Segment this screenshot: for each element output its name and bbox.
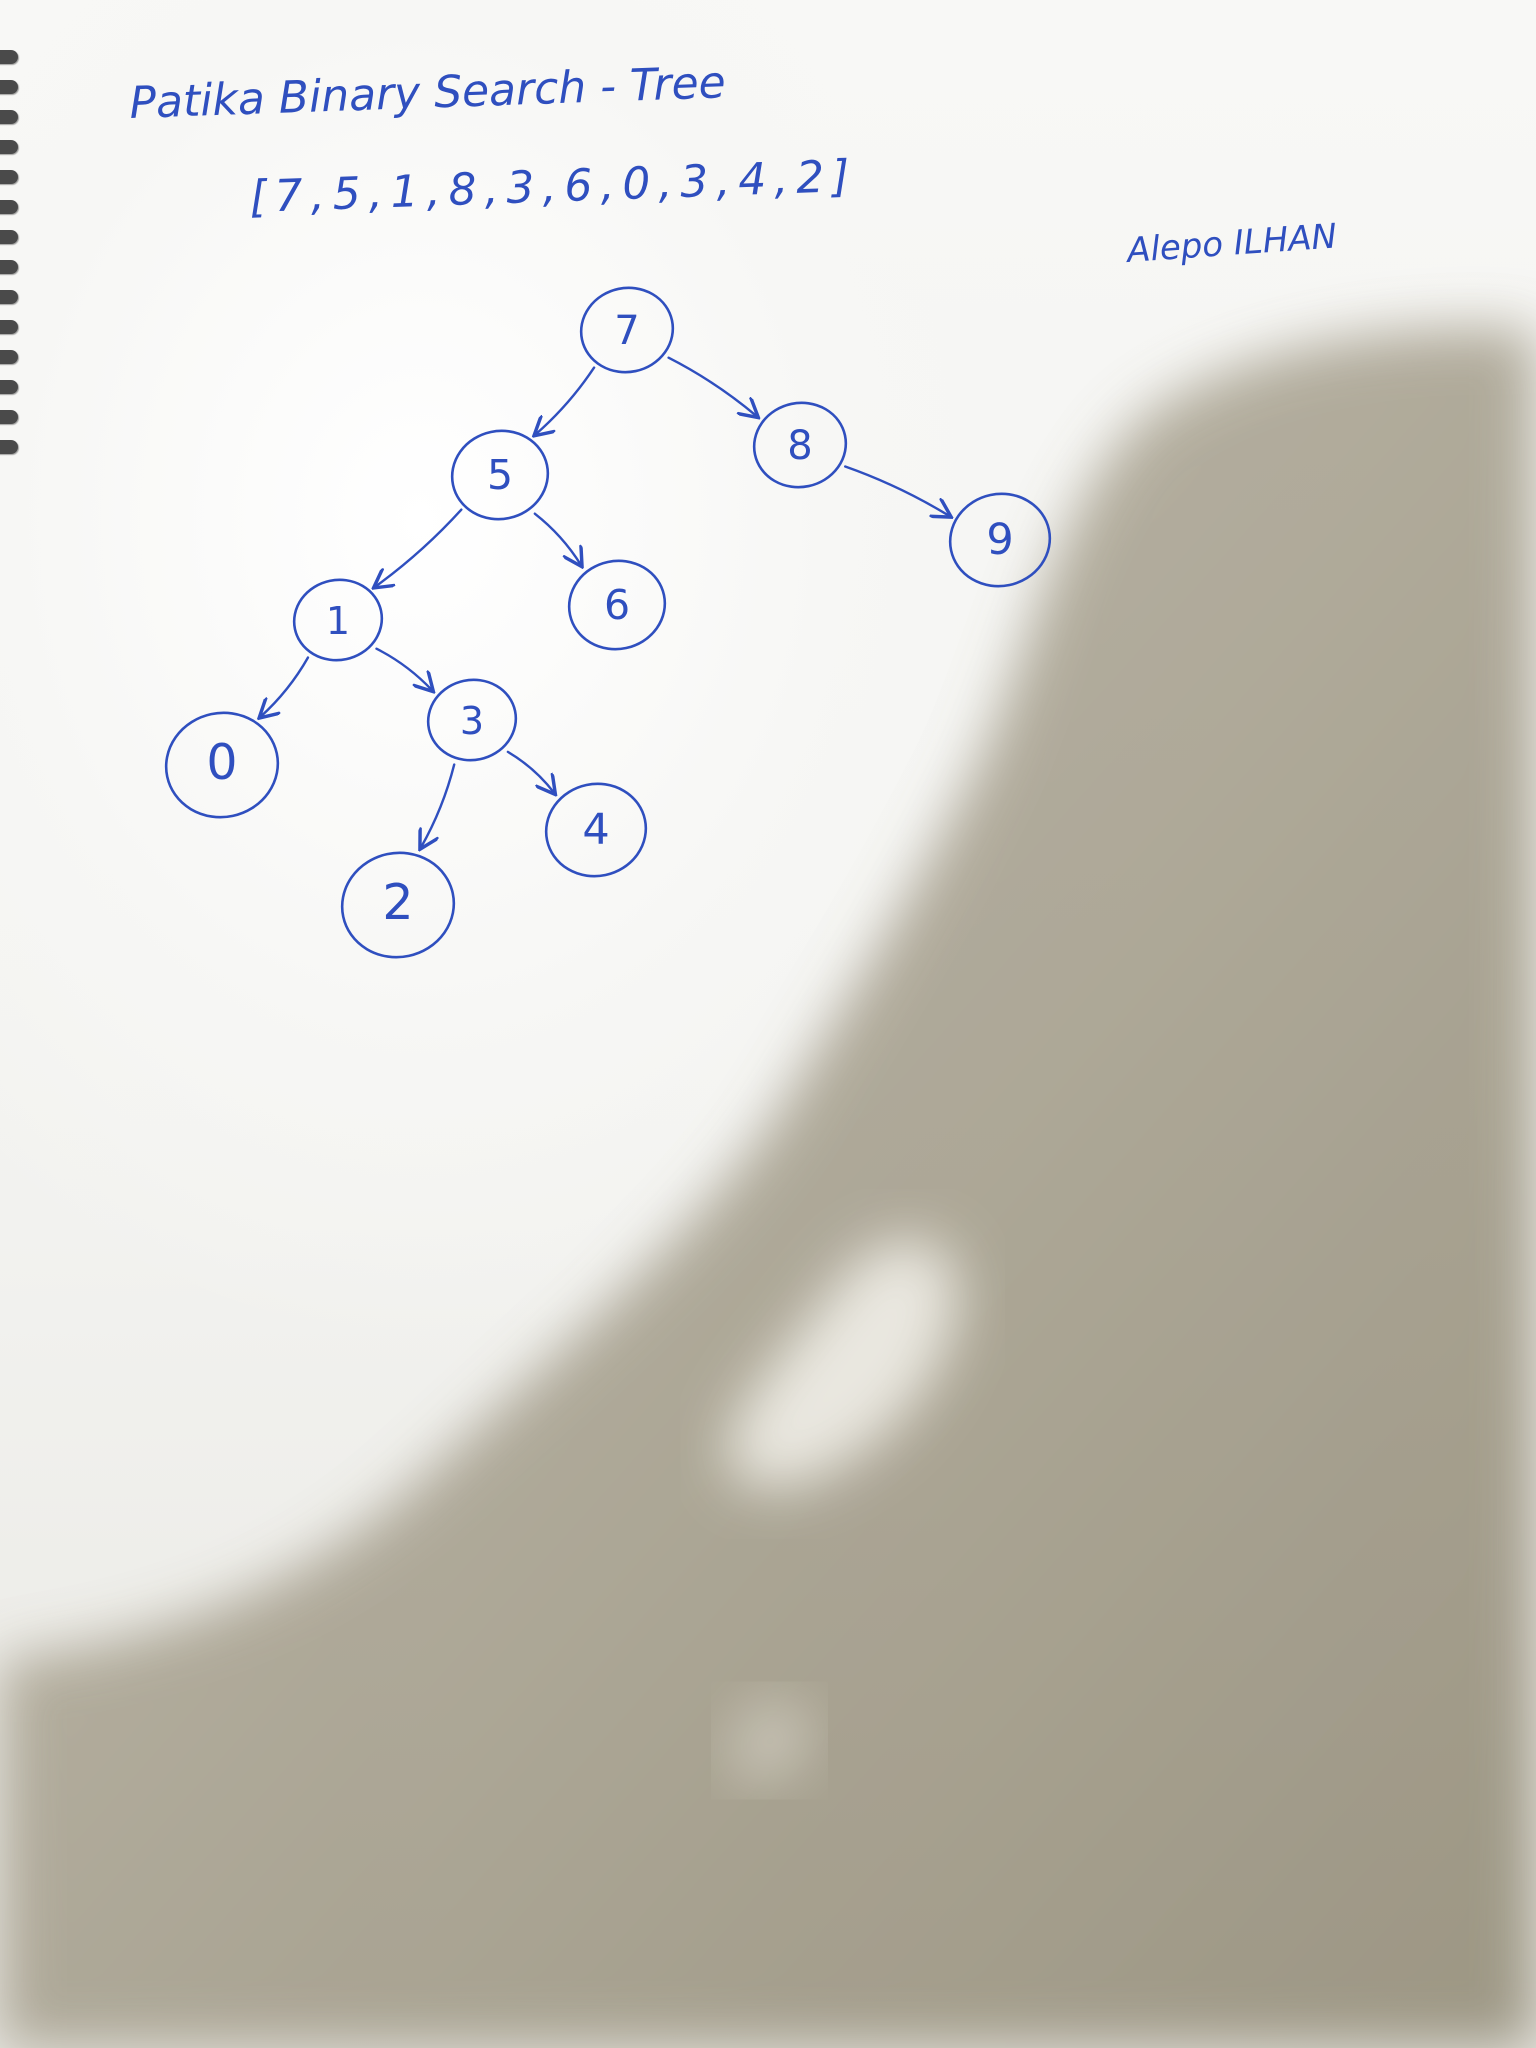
node-label: 2 xyxy=(382,874,413,931)
tree-node-0: 0 xyxy=(164,711,280,819)
edge-7-to-8 xyxy=(667,356,757,417)
node-label: 0 xyxy=(206,734,237,791)
node-circle xyxy=(948,492,1052,588)
node-circle xyxy=(544,782,648,878)
node-circle xyxy=(292,578,384,662)
tree-node-3: 3 xyxy=(426,678,518,762)
edge-1-to-3 xyxy=(375,647,432,690)
edge-3-to-4 xyxy=(506,750,554,793)
edge-5-to-6 xyxy=(533,512,581,565)
edge-1-to-0 xyxy=(261,656,310,717)
edge-8-to-9 xyxy=(844,465,949,517)
node-label: 6 xyxy=(604,581,630,629)
node-circle xyxy=(164,711,280,819)
node-circle xyxy=(752,401,848,489)
tree-node-1: 1 xyxy=(292,578,384,662)
tree-node-5: 5 xyxy=(450,429,550,521)
spiral-binding xyxy=(0,50,30,470)
node-label: 5 xyxy=(487,451,513,499)
node-label: 4 xyxy=(582,805,609,855)
input-array: [7,5,1,8,3,6,0,3,4,2] xyxy=(249,151,859,223)
node-circle xyxy=(450,429,550,521)
edge-3-to-2 xyxy=(421,763,456,848)
node-label: 3 xyxy=(460,699,484,743)
page-title: Patika Binary Search - Tree xyxy=(129,57,727,129)
tree-nodes: 7 5 8 9 1 6 0 3 2 4 xyxy=(164,286,1052,959)
edge-5-to-1 xyxy=(375,508,463,587)
tree-edges xyxy=(261,356,950,848)
tree-node-2: 2 xyxy=(340,851,456,959)
node-circle xyxy=(579,286,675,374)
node-label: 7 xyxy=(614,308,639,354)
author-signature: Alepo ILHAN xyxy=(1124,216,1338,271)
node-circle xyxy=(340,851,456,959)
node-circle xyxy=(426,678,518,762)
tree-node-7: 7 xyxy=(579,286,675,374)
node-label: 9 xyxy=(986,515,1013,565)
tree-node-9: 9 xyxy=(948,492,1052,588)
node-label: 8 xyxy=(787,423,812,469)
node-label: 1 xyxy=(326,599,350,643)
edge-7-to-5 xyxy=(536,366,596,435)
tree-node-8: 8 xyxy=(752,401,848,489)
tree-node-4: 4 xyxy=(544,782,648,878)
node-circle xyxy=(567,559,667,651)
tree-node-6: 6 xyxy=(567,559,667,651)
